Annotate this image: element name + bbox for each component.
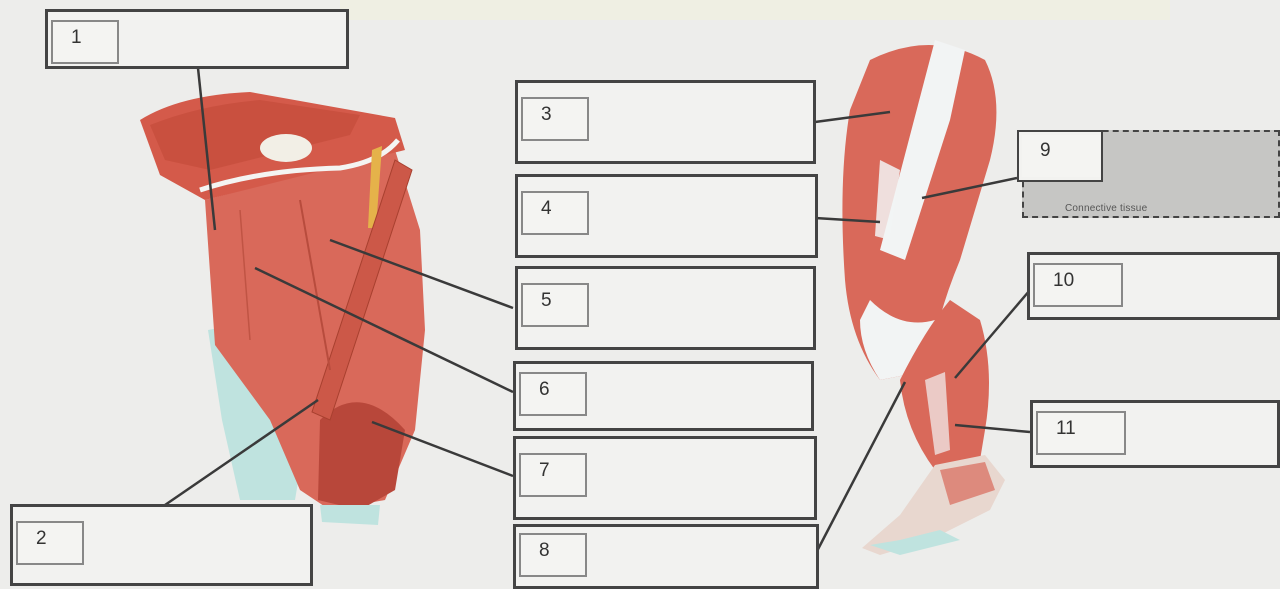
label-number-10: 10 xyxy=(1033,263,1123,307)
label-number-8: 8 xyxy=(519,533,587,577)
label-box-6[interactable]: 6 xyxy=(513,361,814,431)
label-box-3[interactable]: 3 xyxy=(515,80,816,164)
label-number-3: 3 xyxy=(521,97,589,141)
label-box-7[interactable]: 7 xyxy=(513,436,817,520)
label-number-11: 11 xyxy=(1036,411,1126,455)
label-number-6: 6 xyxy=(519,372,587,416)
label-box-10[interactable]: 10 xyxy=(1027,252,1280,320)
label-number-1: 1 xyxy=(51,20,119,64)
label-number-4: 4 xyxy=(521,191,589,235)
label-number-2: 2 xyxy=(16,521,84,565)
thigh-muscle-model xyxy=(140,92,425,525)
label-box-4[interactable]: 4 xyxy=(515,174,818,258)
label-box-5[interactable]: 5 xyxy=(515,266,816,350)
label-box-11[interactable]: 11 xyxy=(1030,400,1280,468)
label-box-2[interactable]: 2 xyxy=(10,504,313,586)
label-number-9: 9 xyxy=(1022,135,1100,177)
label-number-7: 7 xyxy=(519,453,587,497)
connective-tissue-hint-text: Connective tissue xyxy=(1065,203,1147,214)
leg-muscle-model xyxy=(842,40,1005,555)
label-box-8[interactable]: 8 xyxy=(513,524,819,589)
label-number-5: 5 xyxy=(521,283,589,327)
label-box-9[interactable]: 9 xyxy=(1017,130,1103,182)
label-box-1[interactable]: 1 xyxy=(45,9,349,69)
